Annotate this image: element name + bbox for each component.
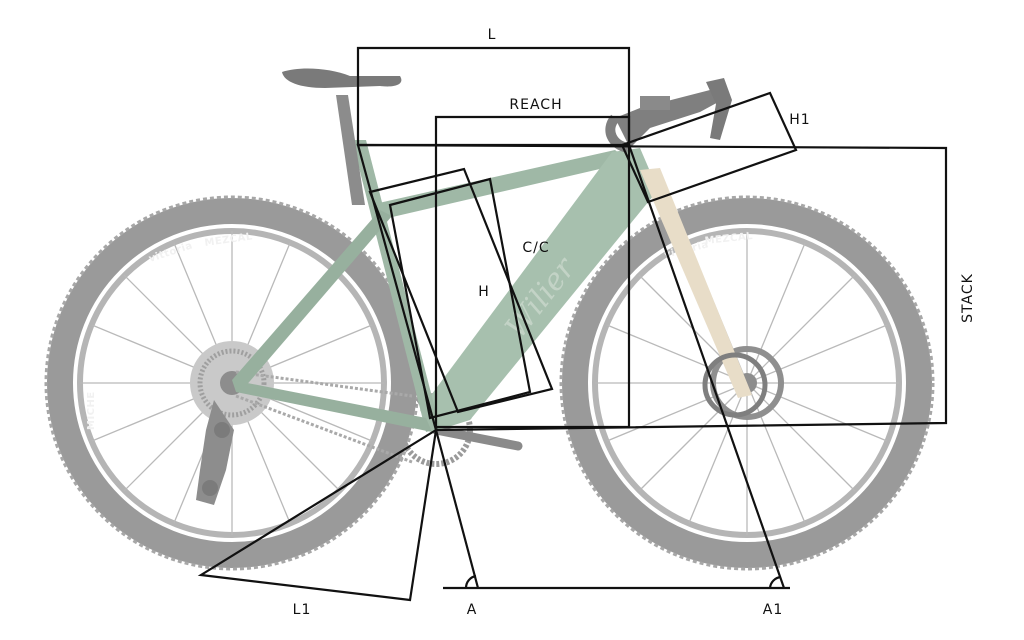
geometry-overlay — [197, 46, 948, 602]
cc-quad — [368, 167, 554, 414]
angle-a-arc — [464, 574, 477, 589]
seatpost — [336, 95, 365, 205]
seat-angle-line — [434, 429, 480, 589]
label-cc: C/C — [522, 240, 549, 256]
label-stack: STACK — [960, 273, 976, 323]
rear-wheel — [44, 195, 420, 571]
label-h: H — [478, 284, 490, 300]
label-l: L — [488, 27, 497, 43]
fork — [640, 168, 752, 398]
stack-quad — [356, 143, 948, 432]
head-angle-line — [627, 144, 786, 589]
front-tyre-model: MEZCAL — [704, 231, 753, 247]
bike-illustration: vittoria MEZCAL vittoria MEZCAL MICHE Wi… — [44, 68, 935, 571]
front-wheel — [559, 195, 935, 571]
label-l1: L1 — [293, 602, 312, 618]
label-h1: H1 — [789, 112, 810, 128]
disc-rotor — [702, 352, 768, 418]
l1-quad — [197, 427, 438, 602]
angle-a1-arc — [768, 575, 782, 589]
saddle — [282, 68, 402, 88]
length-l-rect — [356, 46, 631, 147]
rear-rim-brand: MICHE — [86, 391, 97, 430]
label-a: A — [467, 602, 478, 618]
h-quad — [388, 177, 532, 420]
label-reach: REACH — [509, 97, 562, 113]
cockpit — [605, 78, 732, 153]
geometry-labels: L REACH H1 C/C H STACK L1 A A1 — [293, 27, 976, 618]
h1-quad — [620, 91, 798, 204]
label-a1: A1 — [763, 602, 783, 618]
